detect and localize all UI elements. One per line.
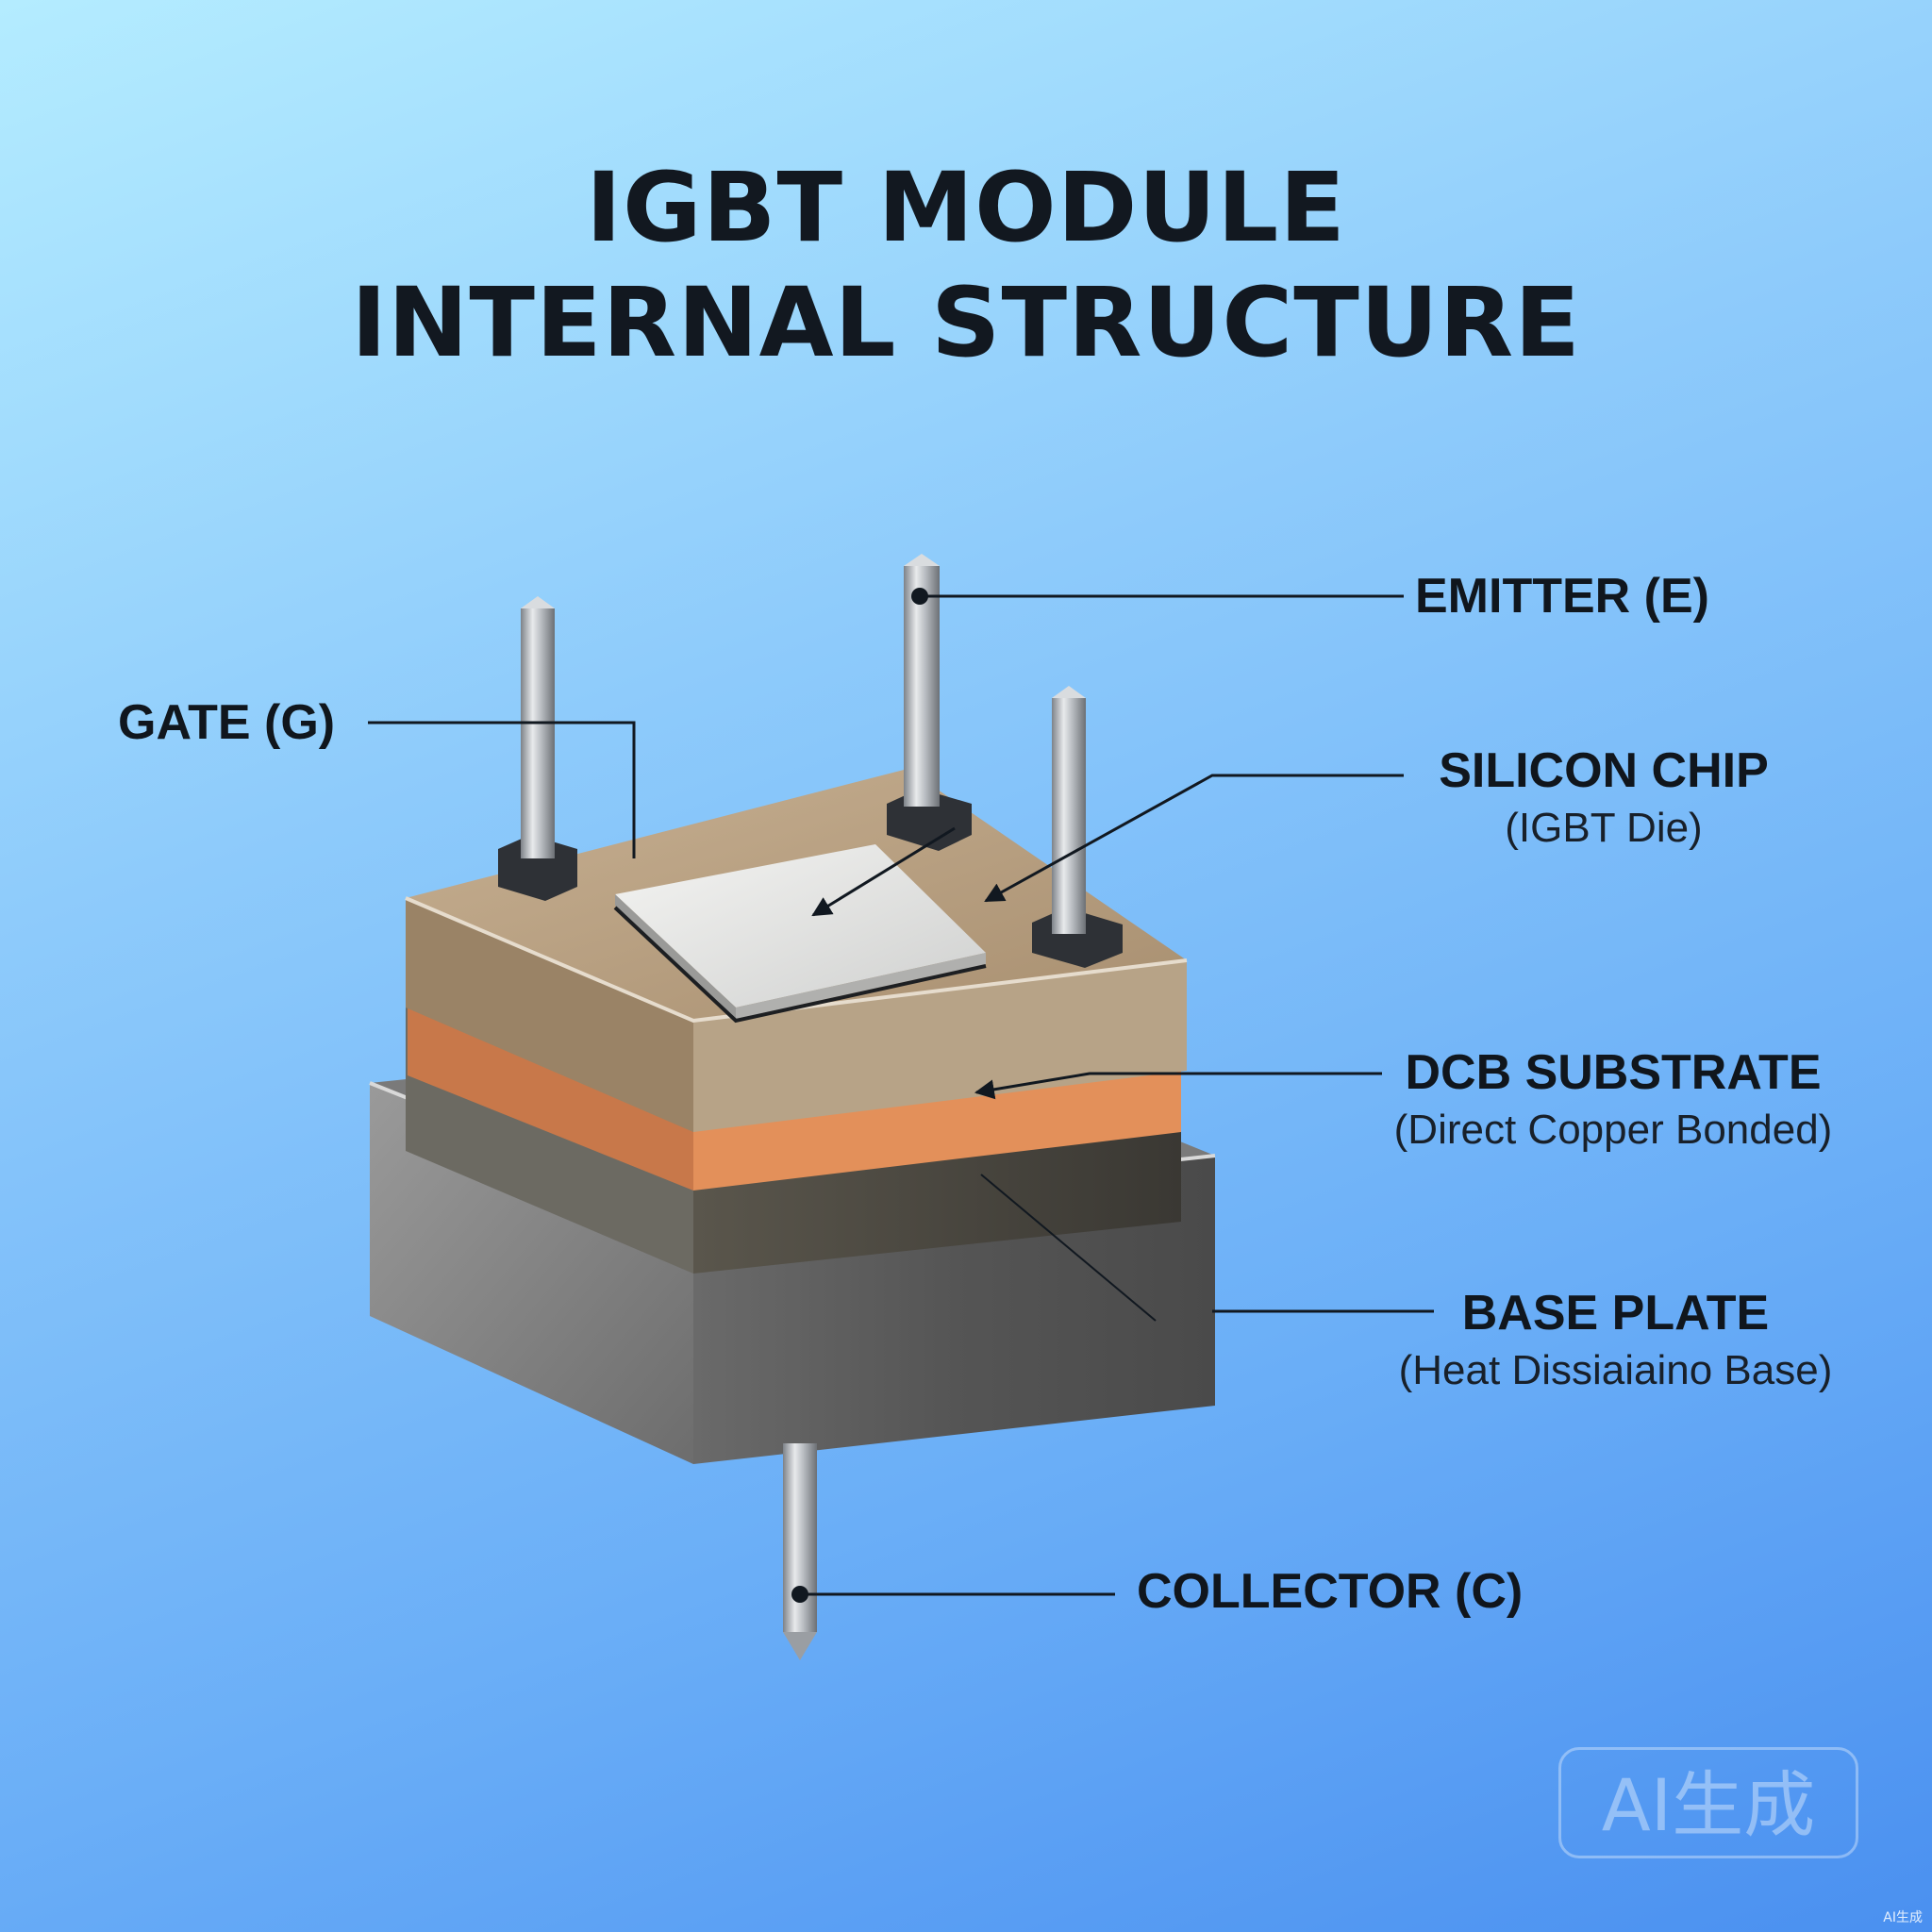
base-plate-label-text: BASE PLATE [1461,1286,1770,1341]
emitter-dot [911,588,928,605]
label-base-plate: BASE PLATE (Heat Dissiaiaino Base) [1358,1283,1873,1398]
silicon-chip-leader [984,774,1404,903]
label-silicon-chip: SILICON CHIP (IGBT Die) [1406,741,1802,856]
label-emitter: EMITTER (E) [1415,566,1709,626]
silicon-chip-die [613,844,987,1024]
gate-leader [368,721,636,858]
label-dcb-substrate: DCB SUBSTRATE (Direct Copper Bonded) [1358,1042,1868,1158]
label-collector: COLLECTOR (C) [1137,1561,1523,1622]
dcb-substrate-label-subtext: (Direct Copper Bonded) [1393,1107,1833,1153]
dcb-substrate-label-text: DCB SUBSTRATE [1405,1045,1822,1100]
silicon-chip-label-subtext: (IGBT Die) [1505,805,1703,851]
dcb-leader [974,1072,1382,1100]
collector-label-text: COLLECTOR (C) [1137,1564,1524,1619]
auxiliary-pin [1052,686,1086,934]
collector-dot [791,1586,808,1603]
gate-pin [521,596,555,858]
ai-generated-corner-tag: AI生成 [1883,1910,1923,1925]
base-plate-label-subtext: (Heat Dissiaiaino Base) [1398,1347,1833,1393]
silicon-chip-label-text: SILICON CHIP [1439,743,1769,798]
ai-generated-watermark: AI生成 [1558,1747,1858,1858]
emitter-pin [904,554,940,807]
label-gate: GATE (G) [118,692,335,753]
leader-lines [368,588,1434,1603]
silicon-chip-arrow [811,826,956,917]
collector-pin [783,1443,817,1660]
title-line-2: INTERNAL STRUCTURE [351,267,1581,379]
base-plate-diagonal [980,1174,1157,1322]
gate-label-text: GATE (G) [118,695,336,750]
diagram-title: IGBT MODULE INTERNAL STRUCTURE [0,151,1932,381]
title-line-1: IGBT MODULE [586,152,1346,264]
emitter-label-text: EMITTER (E) [1415,569,1709,624]
